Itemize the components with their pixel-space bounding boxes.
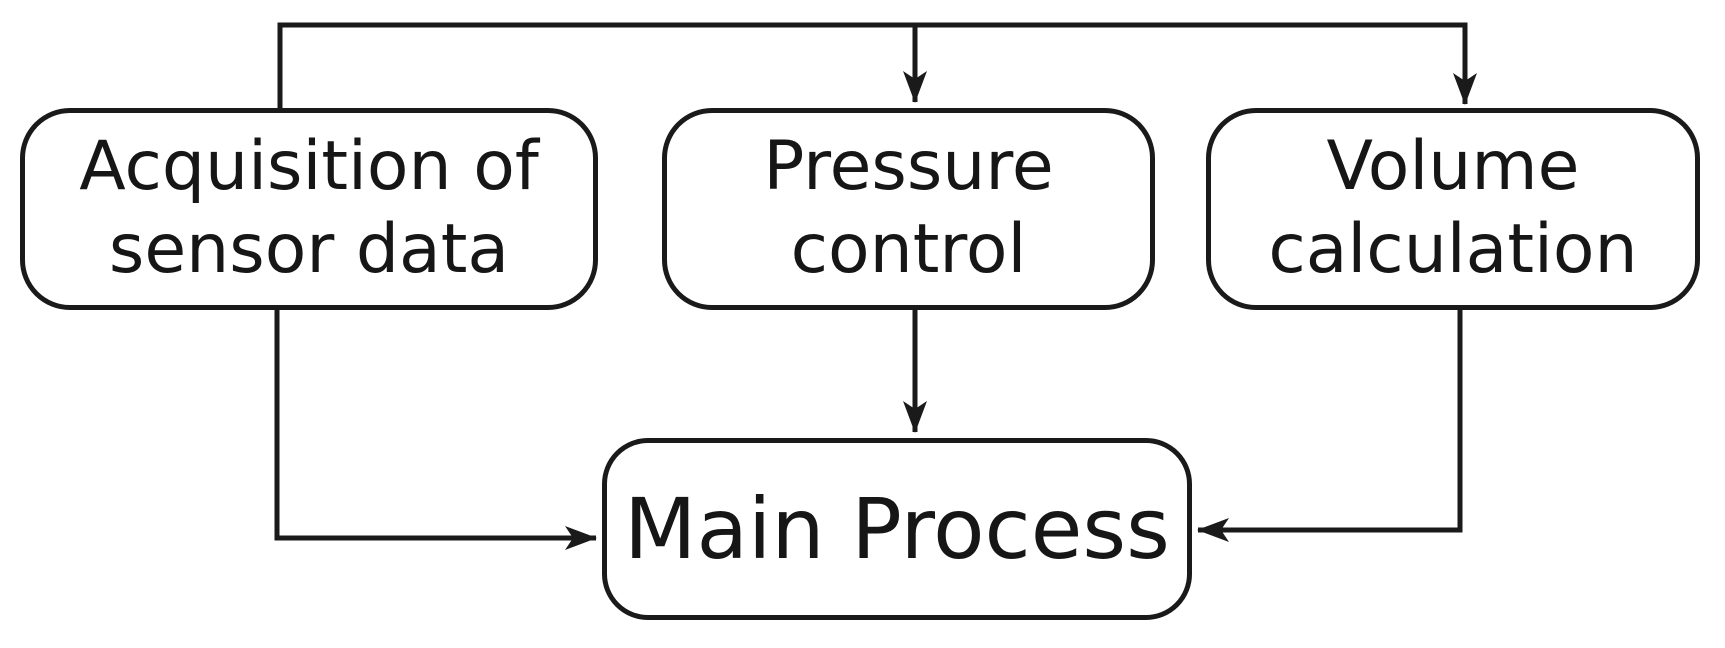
node-acquisition-label: Acquisition of sensor data [79,127,539,289]
node-main-process: Main Process [602,438,1192,620]
node-volume-label: Volume calculation [1268,127,1638,289]
edge-volume-to-main [1197,310,1463,542]
edge-acquisition-to-main [274,310,597,550]
node-volume-calculation: Volume calculation [1206,108,1700,310]
node-main-label: Main Process [624,480,1170,578]
node-pressure-label: Pressure control [763,127,1054,289]
node-pressure-control: Pressure control [662,108,1155,310]
edge-acquisition-to-volume-top-rail [277,22,1477,108]
node-acquisition-of-sensor-data: Acquisition of sensor data [20,108,598,310]
